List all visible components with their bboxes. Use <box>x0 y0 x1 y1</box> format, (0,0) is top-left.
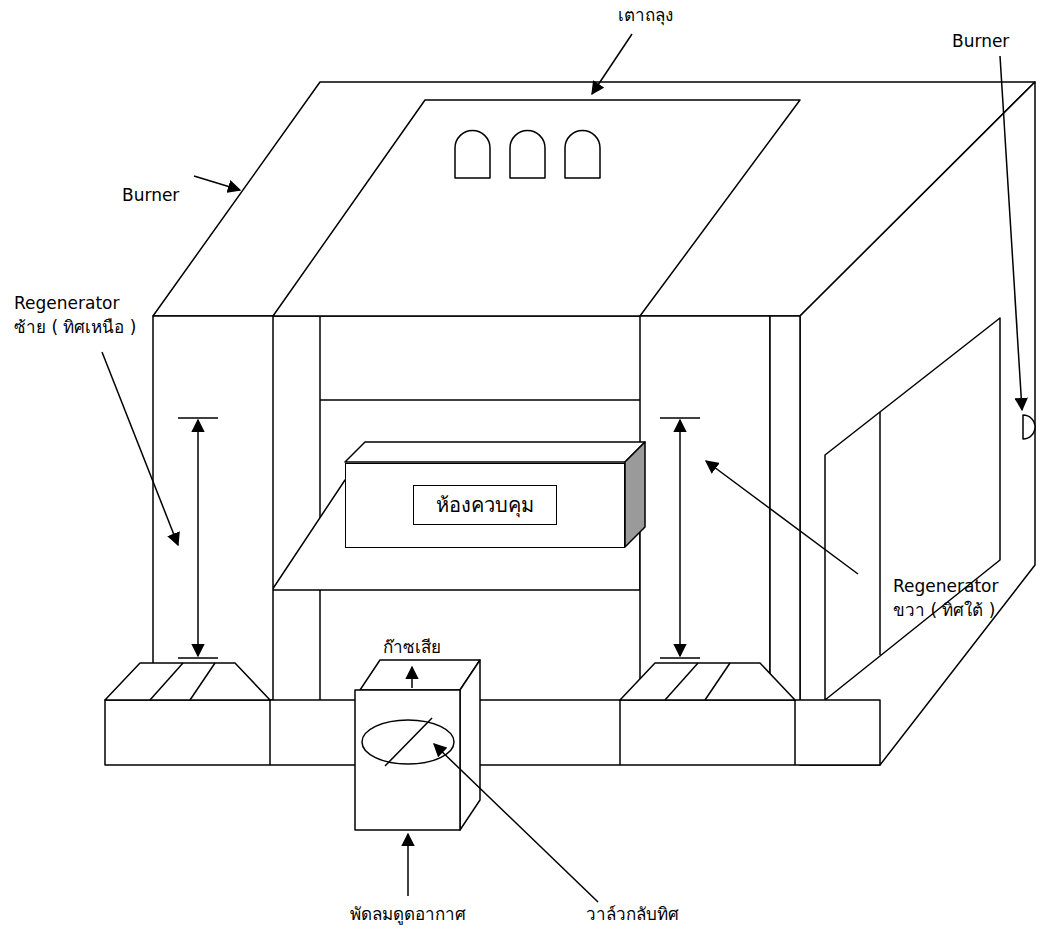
furnace-opening <box>273 100 800 316</box>
duct-hood <box>620 663 795 700</box>
port-arch <box>455 131 490 179</box>
duct-joint <box>794 700 796 765</box>
leader-line <box>592 34 632 94</box>
hood-ridge <box>665 663 698 700</box>
control-room-side <box>625 442 645 547</box>
height-arrow <box>197 420 199 656</box>
valve-flap <box>385 718 432 766</box>
valve-box <box>355 690 460 830</box>
leader-line <box>1000 56 1022 410</box>
hood-ridge <box>190 663 215 700</box>
part-label: Regenerator ซ้าย ( ทิศเหนือ ) <box>14 292 154 340</box>
side-panel-line <box>879 412 881 655</box>
back-wall-line <box>320 399 640 401</box>
height-arrow <box>679 420 681 656</box>
base-duct <box>105 700 880 765</box>
leader-line <box>706 461 858 574</box>
control-room-box: ห้องควบคุม <box>345 463 625 548</box>
part-label: Burner <box>122 184 179 208</box>
leader-line <box>194 176 240 190</box>
duct-joint <box>619 700 621 765</box>
valve-box-top <box>360 660 480 690</box>
part-label: Regenerator ขวา ( ทิศใต้ ) <box>893 575 1033 623</box>
part-label: ก๊าซเสีย <box>383 636 441 660</box>
duct-hood <box>105 663 270 700</box>
part-label: วาล์วกลับทิศ <box>586 903 679 927</box>
part-label: Burner <box>952 30 1009 54</box>
furnace-side <box>800 82 1035 765</box>
port-arch <box>565 131 600 179</box>
valve-box-side <box>460 660 480 830</box>
exhaust-arrow <box>411 667 413 688</box>
hood-ridge <box>150 663 183 700</box>
intake-arrow <box>407 834 409 896</box>
regenerator-pillar <box>640 316 770 700</box>
dimension-tick <box>178 417 218 419</box>
hood-ridge <box>705 663 730 700</box>
pillar-side <box>770 316 800 720</box>
leader-line <box>434 744 598 902</box>
side-panel <box>825 318 1000 700</box>
room-name: ห้องควบคุม <box>413 485 557 525</box>
leader-line <box>102 352 178 545</box>
port-arch <box>510 131 545 179</box>
burner-symbol <box>1023 415 1035 439</box>
duct-joint <box>269 700 271 765</box>
dimension-tick <box>660 657 700 659</box>
dimension-tick <box>178 657 218 659</box>
inner-wall-edge <box>319 316 321 700</box>
part-label: พัดลมดูดอากาศ <box>350 903 466 927</box>
regenerator-pillar <box>153 316 273 700</box>
dimension-tick <box>660 417 700 419</box>
part-label: เตาถลุง <box>618 4 673 28</box>
control-room-top <box>345 442 645 462</box>
